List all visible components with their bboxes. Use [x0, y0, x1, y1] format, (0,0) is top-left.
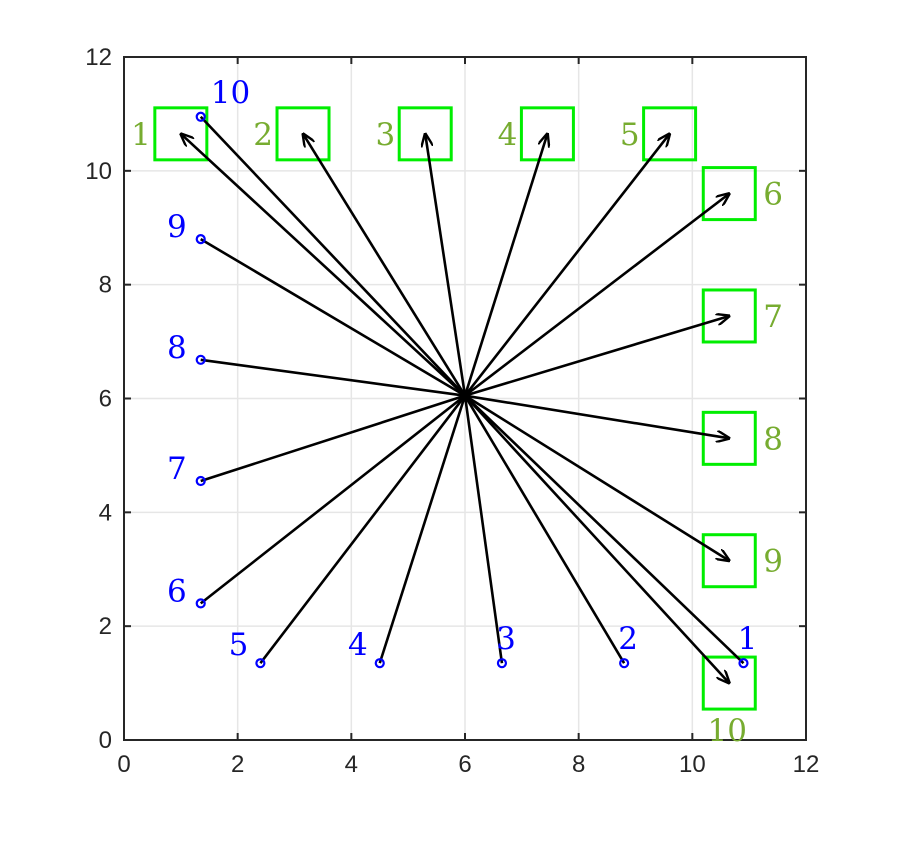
source-label-2: 2	[618, 621, 638, 657]
source-point-9	[195, 234, 206, 245]
target-box-9	[701, 533, 757, 589]
target-label-10: 10	[708, 713, 747, 749]
target-label-2: 2	[253, 117, 273, 153]
arrow-to-target-3	[425, 134, 467, 396]
source-point-7	[195, 475, 206, 487]
target-box-10	[701, 655, 757, 711]
source-label-6: 6	[167, 573, 187, 609]
x-tick-label: 0	[117, 751, 130, 778]
target-boxes	[153, 106, 757, 711]
arrow-to-target-10	[464, 394, 729, 683]
source-point-6	[195, 598, 206, 609]
arrow-to-target-9	[464, 394, 729, 561]
y-tick-label: 6	[99, 386, 112, 413]
target-label-5: 5	[620, 117, 640, 153]
target-box-1	[153, 106, 209, 162]
source-label-1: 1	[738, 621, 758, 657]
point-labels: 1 2 3 4 5 6 7 8 9 10 1 2 3 4 5 6 7 8 9 10	[131, 75, 783, 749]
arrow-to-target-6	[464, 194, 729, 397]
target-label-6: 6	[763, 177, 783, 213]
source-point-8	[195, 354, 206, 365]
source-label-3: 3	[496, 621, 516, 657]
target-box-7	[701, 288, 757, 344]
arrows	[181, 115, 745, 683]
source-point-4	[374, 658, 385, 669]
target-box-2	[275, 106, 331, 162]
source-label-9: 9	[167, 209, 187, 245]
arrow-to-target-7	[464, 316, 729, 397]
source-point-10	[195, 111, 206, 122]
y-tick-label: 10	[85, 158, 112, 185]
arrow-to-target-5	[463, 134, 670, 397]
x-tick-label: 8	[572, 751, 585, 778]
x-tick-label: 12	[793, 751, 820, 778]
axis-ticks	[123, 56, 807, 741]
target-box-3	[397, 106, 453, 162]
source-line-1	[464, 394, 745, 665]
source-line-9	[200, 238, 466, 397]
target-box-8	[701, 410, 757, 466]
source-line-7	[200, 394, 466, 483]
target-label-7: 7	[763, 299, 783, 335]
source-line-4	[378, 395, 467, 664]
target-box-4	[519, 106, 575, 162]
source-line-8	[200, 358, 466, 397]
source-label-10: 10	[211, 75, 250, 111]
target-box-5	[642, 106, 698, 162]
target-label-4: 4	[498, 117, 518, 153]
x-tick-label: 2	[231, 751, 244, 778]
source-line-2	[463, 394, 626, 664]
arrow-to-target-2	[303, 134, 467, 397]
source-line-5	[259, 394, 467, 664]
y-tick-label: 0	[99, 727, 112, 754]
source-point-5	[255, 658, 266, 669]
target-box-6	[701, 166, 757, 222]
y-tick-label: 8	[99, 272, 112, 299]
y-tick-label: 4	[99, 499, 112, 526]
arrow-to-target-8	[464, 394, 729, 439]
source-line-3	[463, 395, 504, 664]
source-points	[195, 111, 749, 669]
source-point-1	[738, 658, 749, 669]
arrow-to-target-1	[181, 134, 466, 397]
source-point-3	[496, 658, 508, 669]
source-line-10	[199, 115, 466, 397]
x-tick-label: 10	[679, 751, 706, 778]
x-tick-label: 6	[458, 751, 471, 778]
target-label-3: 3	[375, 117, 395, 153]
target-label-8: 8	[763, 421, 783, 457]
source-point-2	[619, 658, 630, 669]
y-tick-label: 2	[99, 613, 112, 640]
source-line-6	[199, 394, 466, 605]
source-label-5: 5	[229, 627, 249, 663]
target-label-1: 1	[131, 117, 151, 153]
source-label-7: 7	[167, 451, 187, 487]
source-label-8: 8	[167, 330, 187, 366]
target-label-9: 9	[763, 544, 783, 580]
arrow-to-target-4	[463, 134, 547, 397]
x-tick-label: 4	[345, 751, 358, 778]
y-tick-label: 12	[85, 44, 112, 71]
source-label-4: 4	[348, 627, 368, 663]
